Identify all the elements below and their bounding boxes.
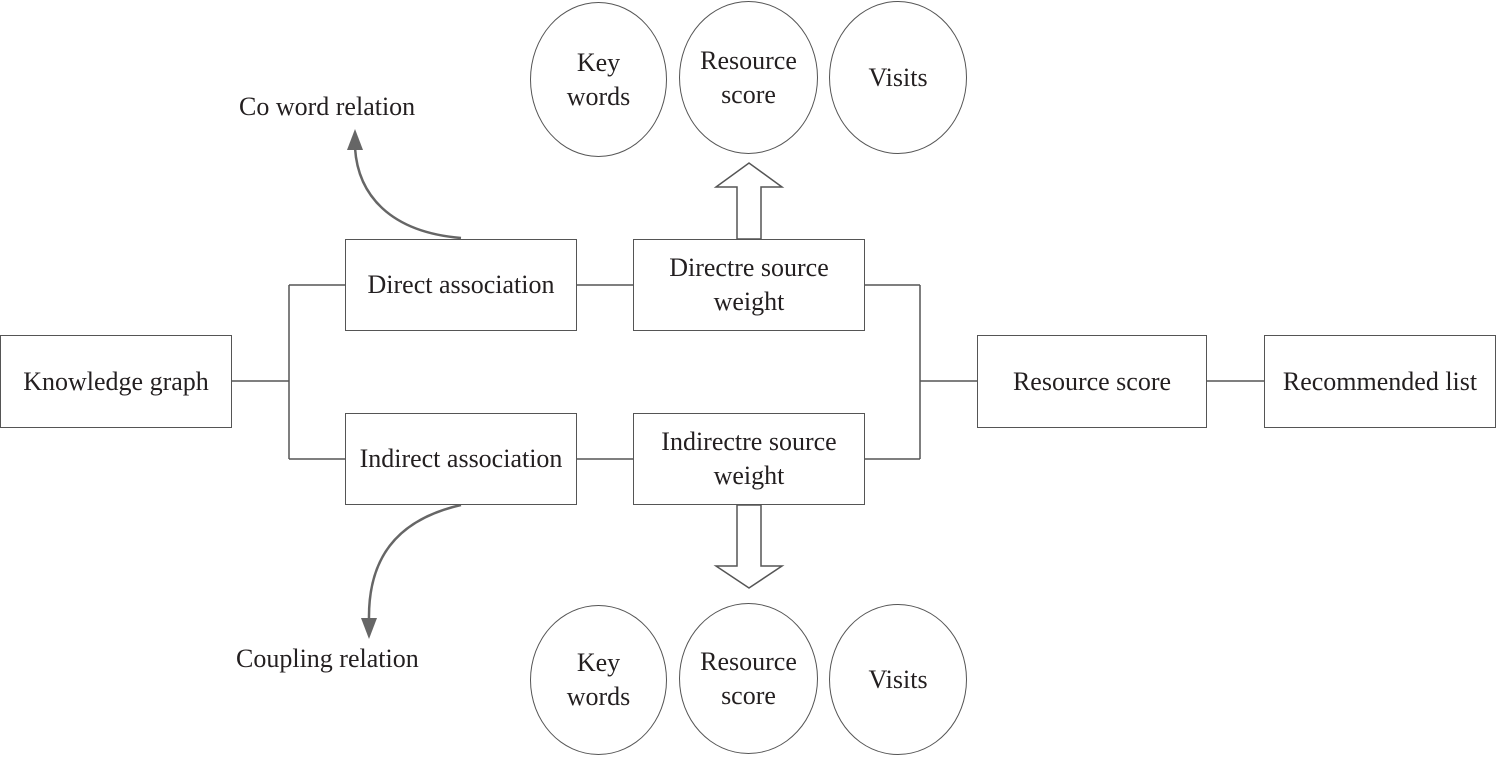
direct-weight-box: Directre source weight — [633, 239, 865, 331]
top-visits-label: Visits — [868, 62, 928, 92]
bottom-resource-score-line-1: Resource — [700, 646, 797, 676]
top-resource-score-line-2: score — [721, 79, 776, 109]
bottom-keywords-line-2: words — [566, 682, 631, 711]
coupling-curve — [367, 503, 462, 621]
coupling-arrowhead-icon — [361, 618, 377, 639]
bottom-resource-score-circle: Resource score — [679, 603, 818, 754]
top-resource-score-circle: Resource score — [679, 1, 818, 154]
top-keywords-line-2: words — [566, 81, 631, 111]
recommended-list-label: Recommended list — [1282, 366, 1478, 396]
top-keywords-line-1: Key — [576, 47, 621, 77]
direct-association-box: Direct association — [345, 239, 577, 331]
down-block-arrow — [713, 504, 785, 589]
direct-association-label: Direct association — [367, 270, 555, 299]
coupling-relation-label: Coupling relation — [236, 644, 419, 673]
bottom-keywords-line-1: Key — [576, 648, 621, 677]
resource-score-box: Resource score — [977, 335, 1207, 428]
recommended-list-box: Recommended list — [1264, 335, 1496, 428]
knowledge-graph-label: Knowledge graph — [23, 366, 209, 396]
indirect-association-label: Indirect association — [359, 444, 563, 473]
co-word-curve — [353, 147, 462, 240]
top-keywords-circle: Key words — [530, 2, 667, 157]
indirect-association-box: Indirect association — [345, 413, 577, 505]
knowledge-graph-box: Knowledge graph — [0, 335, 232, 428]
bottom-visits-label: Visits — [868, 664, 928, 694]
resource-score-label: Resource score — [1012, 366, 1172, 396]
bottom-visits-circle: Visits — [829, 604, 967, 755]
indirect-weight-box: Indirectre source weight — [633, 413, 865, 505]
top-resource-score-line-1: Resource — [700, 45, 797, 75]
co-word-relation-label: Co word relation — [239, 92, 416, 121]
up-block-arrow — [713, 162, 785, 240]
bottom-resource-score-line-2: score — [721, 680, 776, 710]
direct-weight-line-2: weight — [713, 287, 785, 316]
top-visits-circle: Visits — [829, 1, 967, 154]
indirect-weight-line-1: Indirectre source — [661, 427, 837, 456]
co-word-arrowhead-icon — [347, 129, 363, 150]
direct-weight-line-1: Directre source — [669, 253, 829, 282]
indirect-weight-line-2: weight — [713, 461, 785, 490]
bottom-keywords-circle: Key words — [530, 605, 667, 755]
